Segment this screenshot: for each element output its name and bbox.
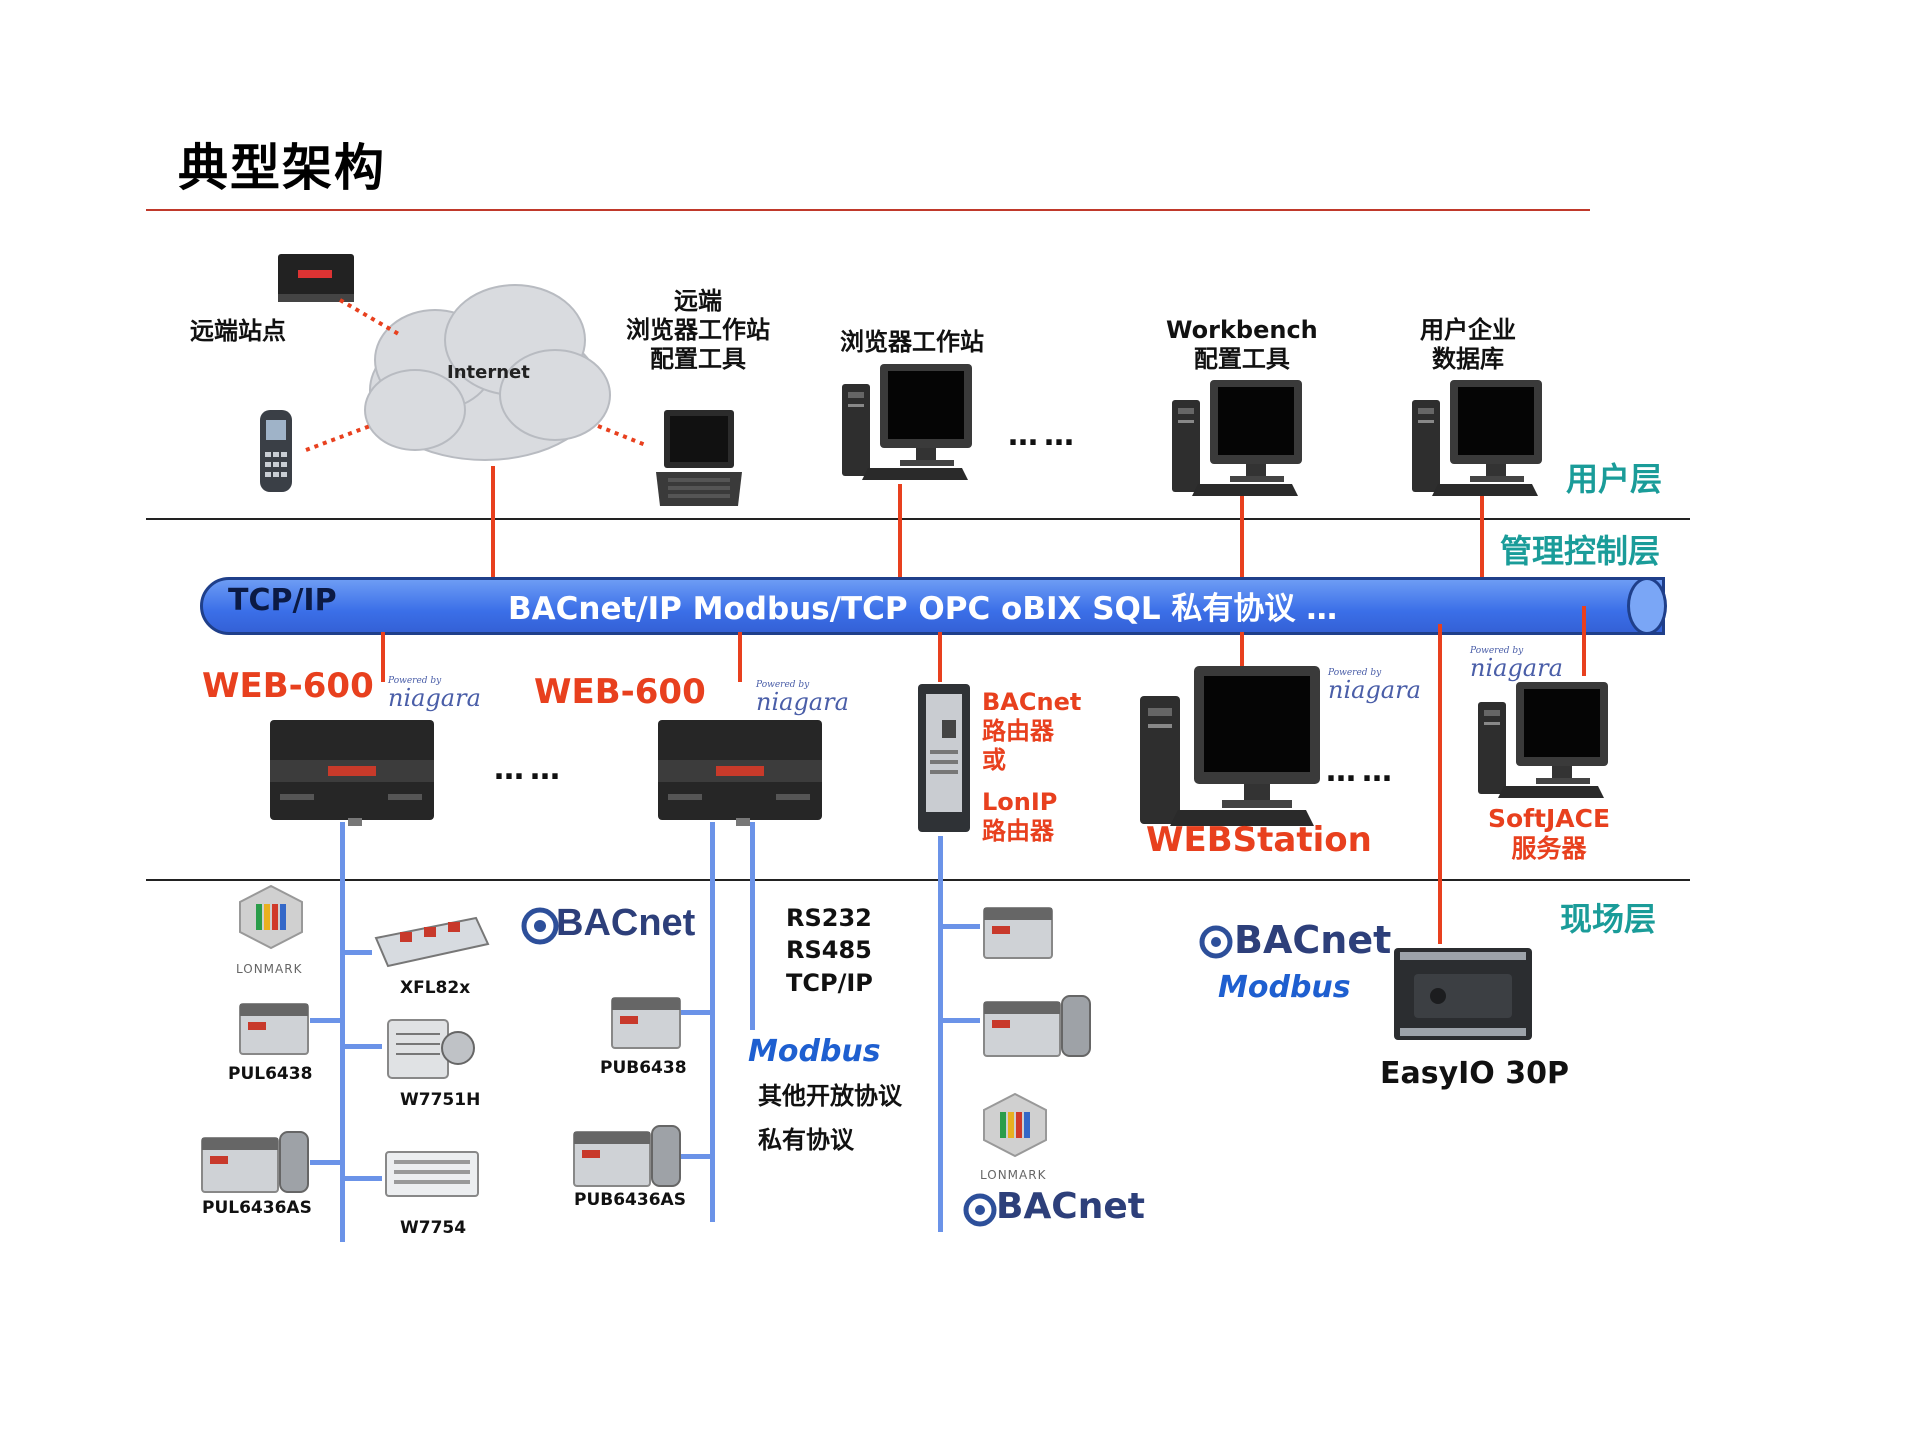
remote-browser-label: 远端 浏览器工作站 配置工具 [626,287,770,373]
connector-db-bus [1480,496,1484,580]
connector-bus-easyio [1438,624,1442,944]
layer-label-management: 管理控制层 [1500,532,1661,570]
connector-browser-bus [898,484,902,580]
connector-bus-web600b [738,632,742,682]
web600-b-controller-icon [658,720,822,826]
cloud-icon [364,284,611,461]
open-protocols-label: 其他开放协议 [758,1082,902,1110]
pul6438-controller-icon [239,1003,309,1055]
webstation-label: WEBStation [1146,820,1372,860]
server-ellipsis: …… [1326,754,1398,789]
field-trunk-b1 [710,822,715,1222]
enterprise-db-label: 用户企业 数据库 [1420,316,1516,373]
niagara-logo-softjace: Powered by niagara [1470,646,1563,682]
branch-pul6438 [310,1018,342,1023]
lonmark-label-router: LONMARK [980,1168,1047,1182]
pub6438-label: PUB6438 [600,1058,687,1078]
w7754-label: W7754 [400,1218,467,1238]
easyio-controller-icon [1394,948,1532,1040]
branch-w7754 [342,1176,382,1181]
router-label: BACnet 路由器 或 LonIP 路由器 [982,688,1082,846]
xfl82x-label: XFL82x [400,978,471,998]
connector-bus-web600a [381,632,385,682]
private-protocols-label: 私有协议 [758,1126,854,1154]
laptop-icon [656,410,742,506]
connector-workbench-bus [1240,496,1244,580]
connector-bus-router [938,632,942,682]
branch-pub6436as [680,1154,712,1159]
mobile-phone-icon [260,410,292,492]
bacnet-logo-router-icon [963,1193,997,1227]
modbus-label-middle: Modbus [748,1034,881,1069]
w7751h-label: W7751H [400,1090,481,1110]
user-layer-ellipsis: …… [1008,418,1080,453]
layer-label-field: 现场层 [1560,900,1657,938]
page-title: 典型架构 [178,139,386,197]
separator-management-field [146,879,1690,881]
remote-site-controller-icon [278,254,354,302]
lonmark-label-left: LONMARK [236,962,303,976]
workbench-pc-icon [1172,380,1302,496]
router-field-controller-1-icon [983,907,1053,959]
bacnet-label-middle: BACnet [556,902,696,944]
router-field-controller-2-icon [983,995,1091,1057]
niagara-logo-a: Powered by niagara [388,676,481,712]
easyio-label: EasyIO 30P [1380,1056,1569,1091]
title-rule [146,209,1590,211]
pul6436as-label: PUL6436AS [202,1198,312,1218]
pub6436as-label: PUB6436AS [574,1190,686,1210]
field-trunk-router [938,836,943,1232]
bus-protocols-label: BACnet/IP Modbus/TCP OPC oBIX SQL 私有协议 … [508,591,1338,627]
branch-xfl82x [342,950,372,955]
pub6436as-controller-icon [573,1125,681,1187]
bacnet-logo-right-icon [1199,925,1233,959]
branch-router-dev2 [940,1018,980,1023]
pul6438-label: PUL6438 [228,1064,313,1084]
niagara-logo-b: Powered by niagara [756,680,849,716]
softjace-pc-icon [1478,682,1608,798]
lonmark-logo-router-icon [983,1092,1047,1158]
internet-label: Internet [447,362,530,383]
field-trunk-b2 [750,822,755,1030]
connector-internet-bus [491,466,495,580]
pub6438-controller-icon [611,997,681,1049]
din-router-icon [918,684,970,832]
bus-tcpip-label: TCP/IP [228,583,337,618]
connector-bus-webstation [1240,632,1244,666]
web600-ellipsis: …… [494,752,566,787]
enterprise-db-pc-icon [1412,380,1542,496]
branch-pul6436as [310,1160,342,1165]
workbench-label: Workbench 配置工具 [1166,316,1318,373]
tcpip-bus [200,577,1665,635]
niagara-logo-webstation: Powered by niagara [1328,668,1421,704]
bacnet-logo-icon [521,907,559,945]
modbus-label-right: Modbus [1218,970,1351,1005]
softjace-label: SoftJACE 服务器 [1488,804,1611,863]
field-trunk-a [340,822,345,1242]
bacnet-label-router: BACnet [996,1186,1145,1227]
lonmark-logo-icon [239,884,303,950]
xfl82x-module-icon [374,916,490,968]
separator-user-management [146,518,1690,520]
browser-ws-label: 浏览器工作站 [840,328,984,356]
serial-protocols-label: RS232 RS485 TCP/IP [786,904,873,997]
web600-a-label: WEB-600 [202,666,374,706]
pul6436as-controller-icon [201,1131,309,1193]
w7751h-controller-icon [387,1019,475,1079]
branch-router-dev1 [940,924,980,929]
layer-label-user: 用户层 [1566,460,1663,498]
branch-pub6438 [680,1010,712,1015]
remote-site-label: 远端站点 [190,317,286,345]
connector-bus-softjace [1582,606,1586,676]
branch-w7751h [342,1044,382,1049]
desktop-pc-icon [842,364,972,480]
tcpip-bus-end [1627,577,1667,635]
web600-a-controller-icon [270,720,434,826]
webstation-pc-icon [1140,666,1320,826]
bacnet-label-right: BACnet [1234,918,1392,962]
web600-b-label: WEB-600 [534,672,706,712]
w7754-module-icon [385,1151,479,1197]
